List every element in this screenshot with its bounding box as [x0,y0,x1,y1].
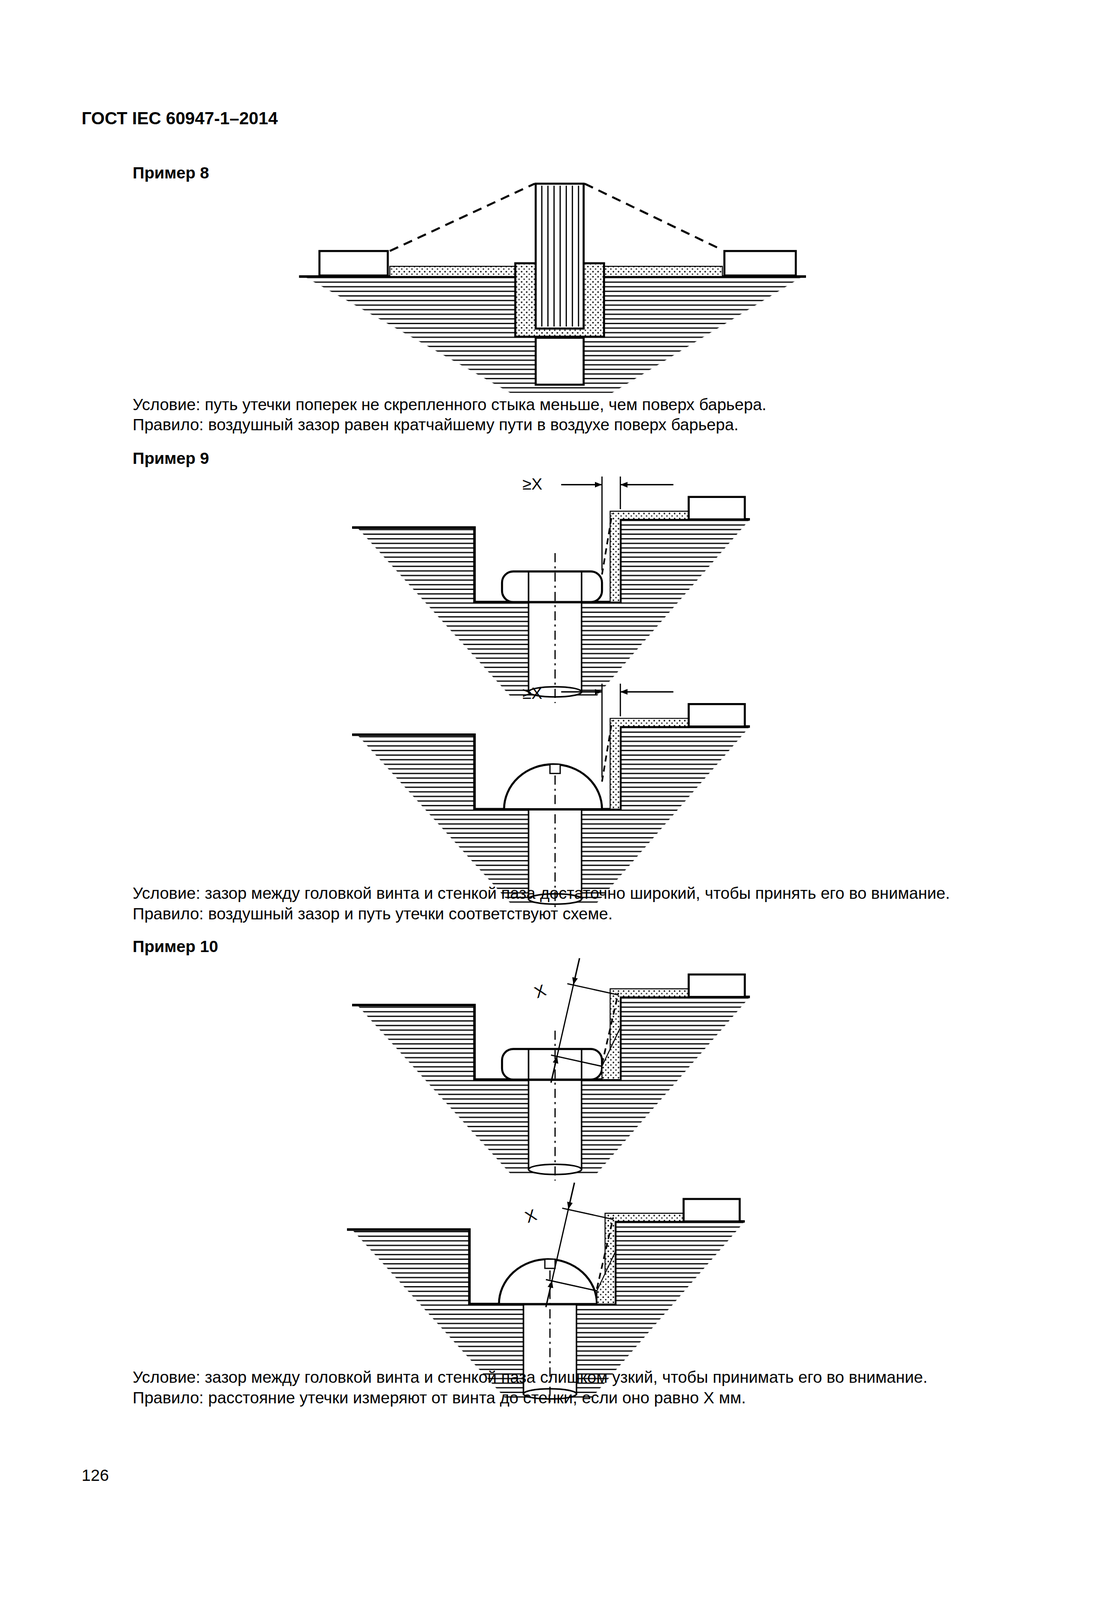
screw-figure [352,683,750,910]
rule-text: Правило: воздушный зазор равен кратчайше… [132,415,739,434]
example-heading: Пример 8 [132,163,210,183]
dimension-label: X [522,1204,540,1227]
screw-figure [352,476,750,703]
rule-text: Правило: воздушный зазор и путь утечки с… [132,904,613,923]
barrier-figure [298,183,807,393]
dimension-label: ≥X [522,683,543,703]
condition-text: Условие: зазор между головкой винта и ст… [132,883,950,903]
condition-text: Условие: путь утечки поперек не скреплен… [132,395,767,414]
example-heading: Пример 9 [132,448,210,468]
screw-figure [352,957,750,1181]
page-header: ГОСТ IEC 60947-1–2014 [81,108,278,129]
dimension-label: X [531,980,549,1002]
example-heading: Пример 10 [132,936,219,956]
dimension-label: ≥X [522,474,543,494]
condition-text: Условие: зазор между головкой винта и ст… [132,1367,928,1386]
page-number: 126 [81,1465,109,1485]
rule-text: Правило: расстояние утечки измеряют от в… [132,1387,746,1407]
